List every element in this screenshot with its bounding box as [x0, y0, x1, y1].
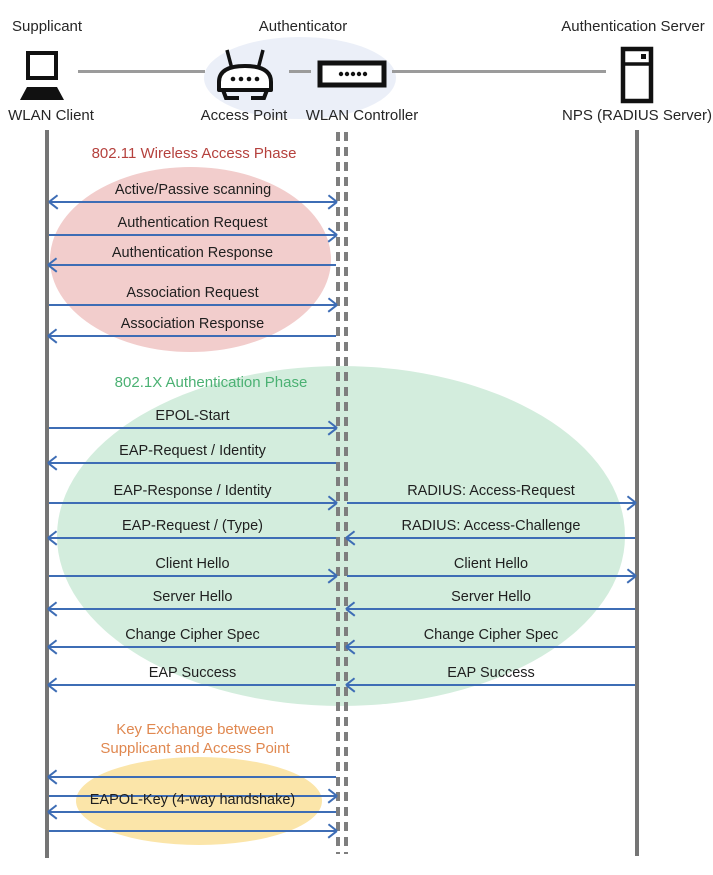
phase2-ellipse: [57, 366, 625, 706]
role-authenticator: Authenticator: [258, 18, 348, 35]
message-label: EAPOL-Key (4-way handshake): [89, 792, 296, 809]
message-eapol-key-handshake: EAPOL-Key (4-way handshake): [49, 791, 336, 813]
arrow-line: [49, 830, 336, 832]
message-label: RADIUS: Access-Request: [407, 483, 575, 500]
message-association-response: Association Response: [49, 315, 336, 337]
message-authentication-request: Authentication Request: [49, 214, 336, 236]
device-access-point: Access Point: [200, 107, 288, 124]
phase1-ellipse: [50, 167, 331, 352]
lifeline-authenticator-left: [336, 132, 340, 854]
arrow-line: [50, 201, 336, 203]
connector-ap-controller: [289, 70, 311, 73]
message-association-request: Association Request: [49, 284, 336, 306]
arrow-line: [49, 608, 336, 610]
arrow-line: [49, 462, 336, 464]
phase3-title-line1: Key Exchange between: [116, 721, 274, 738]
laptop-icon: [12, 50, 72, 109]
phase3-title-line2: Supplicant and Access Point: [100, 740, 290, 757]
message-label: EAP Success: [447, 665, 535, 682]
message-label: Active/Passive scanning: [114, 182, 272, 199]
device-wlan-controller: WLAN Controller: [305, 107, 419, 124]
message-handshake-1: [49, 756, 336, 778]
message-handshake-2: [49, 775, 336, 797]
server-icon: [618, 46, 656, 109]
lifeline-authenticator-right: [344, 132, 348, 854]
message-change-cipher-spec-left: Change Cipher Spec: [49, 626, 336, 648]
connector-client-ap: [78, 70, 205, 73]
arrow-line: [347, 684, 635, 686]
arrow-line: [49, 646, 336, 648]
arrow-line: [49, 575, 336, 577]
message-label: Client Hello: [155, 556, 230, 573]
message-label: Association Response: [120, 316, 265, 333]
arrow-line: [49, 234, 336, 236]
arrow-line: [347, 537, 635, 539]
message-label: Server Hello: [451, 589, 531, 606]
wlan-controller-icon: [317, 59, 387, 94]
access-point-icon: [212, 46, 278, 113]
message-label: Change Cipher Spec: [125, 627, 260, 644]
arrow-line: [347, 575, 635, 577]
arrow-line: [347, 502, 635, 504]
arrow-line: [49, 304, 336, 306]
message-epol-start: EPOL-Start: [49, 407, 336, 429]
message-label: EPOL-Start: [155, 408, 230, 425]
role-supplicant: Supplicant: [12, 18, 83, 35]
message-server-hello-left: Server Hello: [49, 588, 336, 610]
message-change-cipher-spec-right: Change Cipher Spec: [347, 626, 635, 648]
role-authentication-server: Authentication Server: [561, 18, 705, 35]
arrow-line: [49, 776, 336, 778]
phase1-title: 802.11 Wireless Access Phase: [91, 145, 297, 162]
message-eap-response-identity: EAP-Response / Identity: [49, 482, 336, 504]
message-authentication-response: Authentication Response: [49, 244, 336, 266]
message-label: EAP Success: [148, 665, 237, 682]
arrow-line: [49, 427, 336, 429]
arrow-line: [49, 795, 336, 797]
message-label: RADIUS: Access-Challenge: [401, 518, 581, 535]
message-active-passive-scanning: Active/Passive scanning: [50, 181, 336, 203]
message-server-hello-right: Server Hello: [347, 588, 635, 610]
arrow-line: [347, 646, 635, 648]
arrow-line: [49, 264, 336, 266]
message-label: Authentication Request: [117, 215, 268, 232]
message-label: Server Hello: [152, 589, 233, 606]
device-wlan-client: WLAN Client: [8, 107, 94, 124]
message-eap-success-right: EAP Success: [347, 664, 635, 686]
lifeline-supplicant: [45, 130, 49, 858]
device-nps-radius-server: NPS (RADIUS Server): [561, 107, 713, 124]
message-eap-request-identity: EAP-Request / Identity: [49, 442, 336, 464]
arrow-line: [49, 502, 336, 504]
phase2-title: 802.1X Authentication Phase: [114, 374, 308, 391]
message-label: Authentication Response: [111, 245, 274, 262]
connector-controller-server: [392, 70, 606, 73]
arrow-line: [49, 537, 336, 539]
arrow-line: [49, 811, 336, 813]
message-client-hello-right: Client Hello: [347, 555, 635, 577]
message-client-hello-left: Client Hello: [49, 555, 336, 577]
arrow-line: [49, 684, 336, 686]
message-eap-success-left: EAP Success: [49, 664, 336, 686]
message-label: EAP-Request / Identity: [119, 443, 266, 460]
message-label: Client Hello: [453, 556, 529, 573]
message-radius-access-challenge: RADIUS: Access-Challenge: [347, 517, 635, 539]
message-label: Change Cipher Spec: [423, 627, 559, 644]
arrow-line: [347, 608, 635, 610]
lifeline-auth-server: [635, 130, 639, 856]
message-label: Association Request: [126, 285, 259, 302]
message-handshake-4: [49, 810, 336, 832]
arrow-line: [49, 335, 336, 337]
message-label: EAP-Response / Identity: [113, 483, 272, 500]
message-radius-access-request: RADIUS: Access-Request: [347, 482, 635, 504]
message-label: EAP-Request / (Type): [121, 518, 264, 535]
message-eap-request-type: EAP-Request / (Type): [49, 517, 336, 539]
